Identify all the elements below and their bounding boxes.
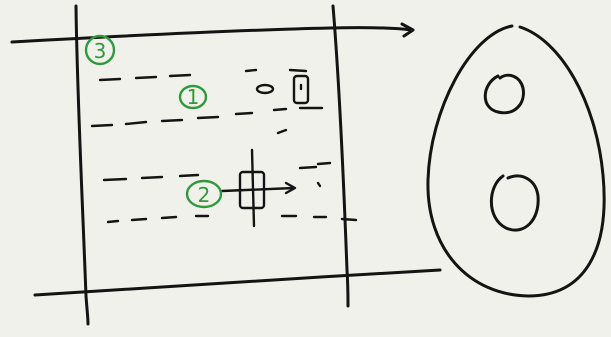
- target-dot: [318, 183, 320, 186]
- label-three: 3: [86, 36, 114, 64]
- lane-line-4: [108, 216, 356, 222]
- egg-outline: [428, 26, 604, 296]
- target-vertical-line: [252, 150, 254, 226]
- lane-lines: [92, 70, 356, 222]
- region-frame: [12, 6, 440, 324]
- tick-mark: [278, 130, 286, 133]
- label-two-text: 2: [198, 183, 211, 207]
- target-horizontal-arrow: [222, 188, 294, 191]
- label-two: 2: [187, 181, 221, 207]
- label-one: 1: [180, 85, 206, 109]
- egg-top-ring: [485, 75, 523, 113]
- label-three-text: 3: [94, 39, 107, 63]
- egg-shape: [428, 26, 604, 296]
- small-oval-object: [257, 85, 273, 93]
- frame-right-line: [333, 6, 348, 306]
- upper-lane-objects: [257, 76, 308, 133]
- label-one-text: 1: [187, 85, 200, 109]
- lane-line-1: [100, 70, 306, 80]
- frame-bottom-line: [35, 270, 440, 295]
- lane-line-3: [104, 163, 330, 180]
- egg-bottom-ring: [491, 176, 538, 230]
- frame-top-line: [12, 28, 412, 42]
- lane-line-2: [92, 108, 322, 126]
- crosshair-target: [222, 150, 320, 226]
